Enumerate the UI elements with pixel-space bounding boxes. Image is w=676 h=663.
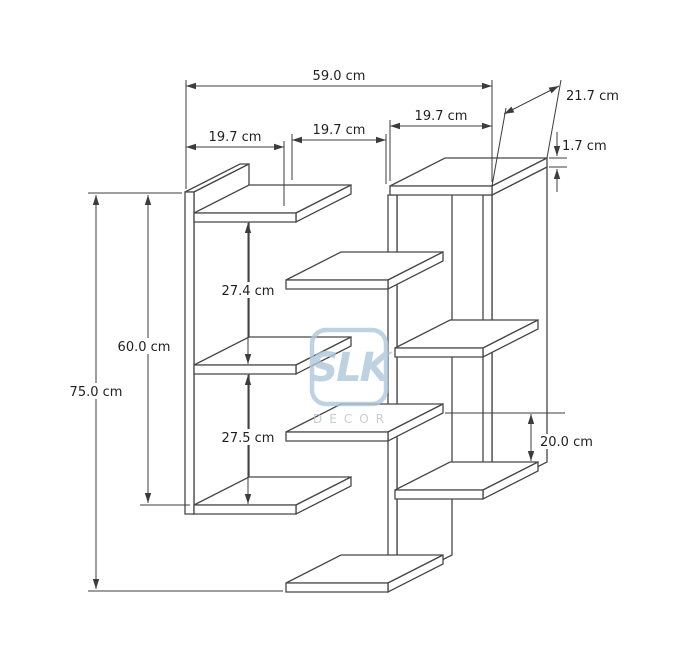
label-halo <box>536 434 588 449</box>
shelf-right-middle <box>394 318 539 359</box>
shelf-top-right <box>389 156 548 197</box>
shelf-front-face <box>285 279 389 290</box>
dim-total-width: 59.0 cm <box>185 69 493 189</box>
shelf-center-upper <box>285 250 444 291</box>
label-halo <box>116 338 172 354</box>
dim-label-depth: 21.7 cm <box>566 89 619 104</box>
shelf-front-face <box>193 364 297 375</box>
dim-total-height: 75.0 cm <box>68 192 283 592</box>
watermark-logo-text: SLK <box>309 345 393 391</box>
dim-shelf-left: 19.7 cm <box>186 130 285 206</box>
dim-label-gap-upper: 27.4 cm <box>222 284 275 299</box>
dim-gap-right: 20.0 cm <box>445 412 593 461</box>
dim-label-thickness: 1.7 cm <box>562 139 607 154</box>
dimensions: 59.0 cm 21.7 cm 19.7 cm 19.7 cm 19.7 cm <box>68 69 619 592</box>
watermark-logo-box <box>309 327 389 407</box>
shelf-front-face <box>285 582 389 593</box>
shelf-front-face <box>394 347 484 358</box>
dim-label-shelf-left: 19.7 cm <box>209 130 262 145</box>
label-halo <box>220 429 276 445</box>
shelf-front-face <box>389 185 493 196</box>
dim-label-total-height: 75.0 cm <box>70 385 123 400</box>
watermark-subtitle: DECOR <box>313 412 391 426</box>
left-panel <box>184 162 250 516</box>
dimension-line <box>503 85 560 115</box>
shelf-top-left <box>193 183 352 224</box>
dim-label-gap-lower: 27.5 cm <box>222 431 275 446</box>
shelf-left-bottom <box>193 475 352 516</box>
shelf-front-face <box>394 489 484 500</box>
label-halo <box>220 282 276 298</box>
dim-label-shelf-mid: 19.7 cm <box>313 123 366 138</box>
shelf-front-face <box>285 431 389 442</box>
extension-line <box>491 107 507 187</box>
middle-panel-side-face <box>396 165 453 585</box>
middle-panel <box>387 165 453 585</box>
shelf-unit <box>184 156 548 594</box>
watermark: SLK DECOR <box>309 327 396 426</box>
dim-label-panel-height: 60.0 cm <box>118 340 171 355</box>
dim-label-shelf-right: 19.7 cm <box>415 109 468 124</box>
shelf-front-face <box>193 504 297 515</box>
shelf-front-face <box>193 212 297 223</box>
dim-gap-upper: 27.4 cm <box>220 223 276 364</box>
left-panel-front-face <box>184 191 195 515</box>
dim-thickness: 1.7 cm <box>549 132 607 192</box>
shelf-center-bottom <box>285 553 444 594</box>
dim-depth: 21.7 cm <box>491 79 619 187</box>
shelf-right-lower <box>394 460 539 501</box>
dim-label-gap-right: 20.0 cm <box>540 435 593 450</box>
extension-line <box>546 79 562 159</box>
dim-label-total-width: 59.0 cm <box>313 69 366 84</box>
dim-shelf-mid: 19.7 cm <box>291 123 387 184</box>
dim-gap-lower: 27.5 cm <box>220 375 276 504</box>
dim-shelf-right: 19.7 cm <box>389 109 492 181</box>
shelf-center-middle <box>285 402 444 443</box>
label-halo <box>68 383 124 399</box>
dim-panel-height: 60.0 cm <box>116 195 190 506</box>
